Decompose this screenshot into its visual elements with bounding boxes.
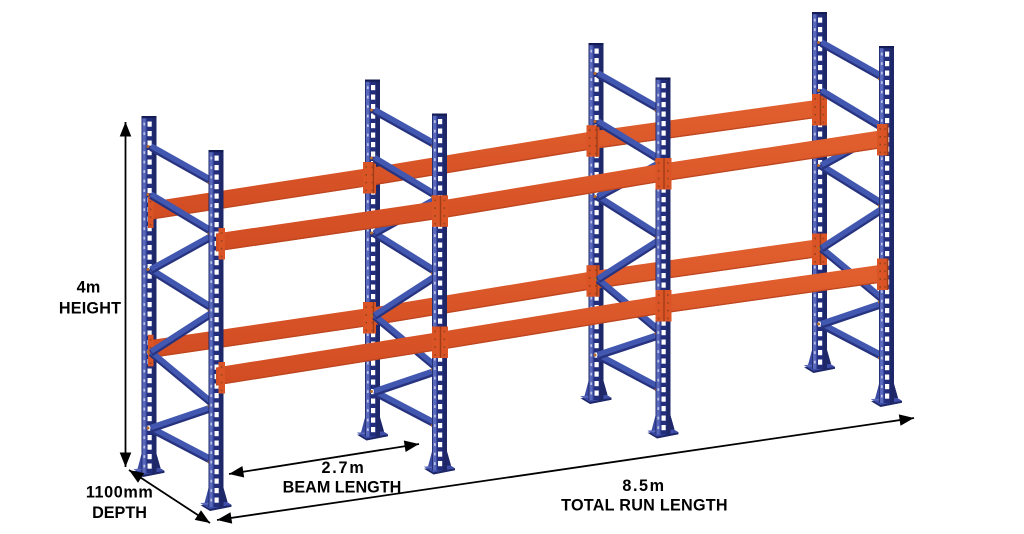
svg-text:HEIGHT: HEIGHT [59, 299, 121, 317]
svg-text:DEPTH: DEPTH [92, 504, 147, 522]
svg-text:4m: 4m [77, 278, 101, 296]
svg-text:BEAM LENGTH: BEAM LENGTH [283, 478, 402, 496]
svg-text:2.7m: 2.7m [321, 459, 365, 477]
svg-text:8.5m: 8.5m [622, 477, 665, 495]
svg-text:TOTAL RUN LENGTH: TOTAL RUN LENGTH [561, 496, 728, 514]
svg-text:1100mm: 1100mm [86, 483, 154, 501]
